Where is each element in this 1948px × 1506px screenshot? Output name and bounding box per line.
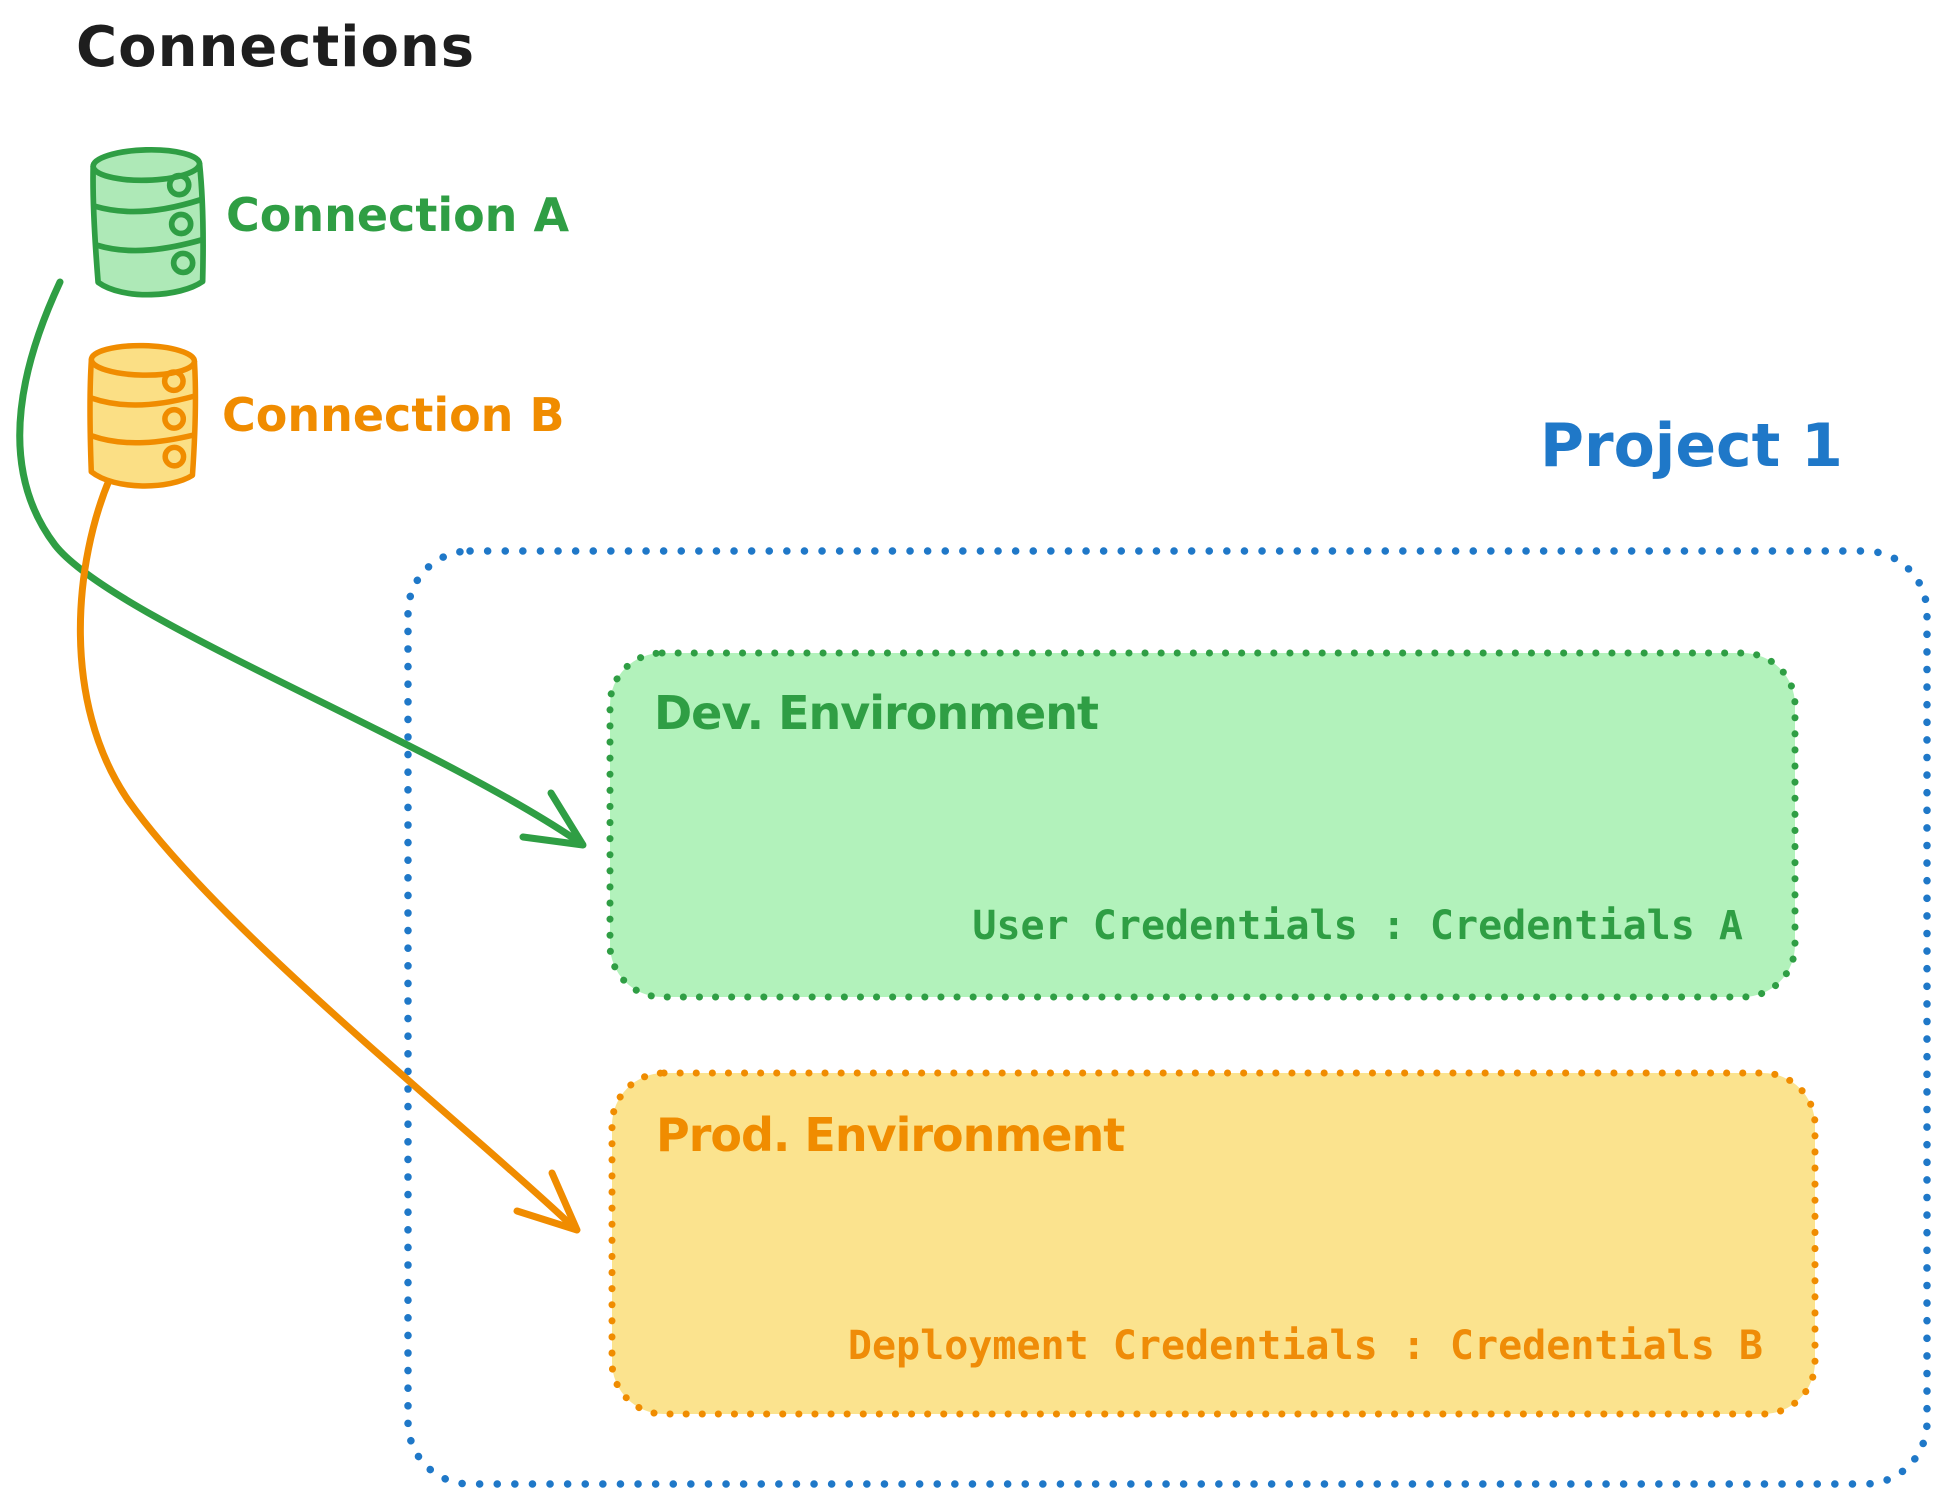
prod-environment-credentials: Deployment Credentials : Credentials B (847, 1323, 1763, 1369)
project-title: Project 1 (1540, 411, 1843, 481)
dev-environment-credentials: User Credentials : Credentials A (972, 903, 1743, 949)
connection-a-label: Connection A (226, 188, 570, 242)
project-box (404, 547, 1931, 1488)
prod-environment-box (608, 1069, 1819, 1418)
diagram-title: Connections (76, 15, 476, 80)
dev-environment-title: Dev. Environment (654, 686, 1099, 740)
connection-a-arrow (16, 278, 587, 849)
dev-environment-box (606, 649, 1799, 1001)
database-a-icon (90, 146, 206, 298)
connection-b-label: Connection B (222, 388, 565, 442)
prod-environment-title: Prod. Environment (656, 1108, 1125, 1162)
connection-b-arrow (76, 474, 581, 1234)
database-b-icon (87, 342, 199, 489)
